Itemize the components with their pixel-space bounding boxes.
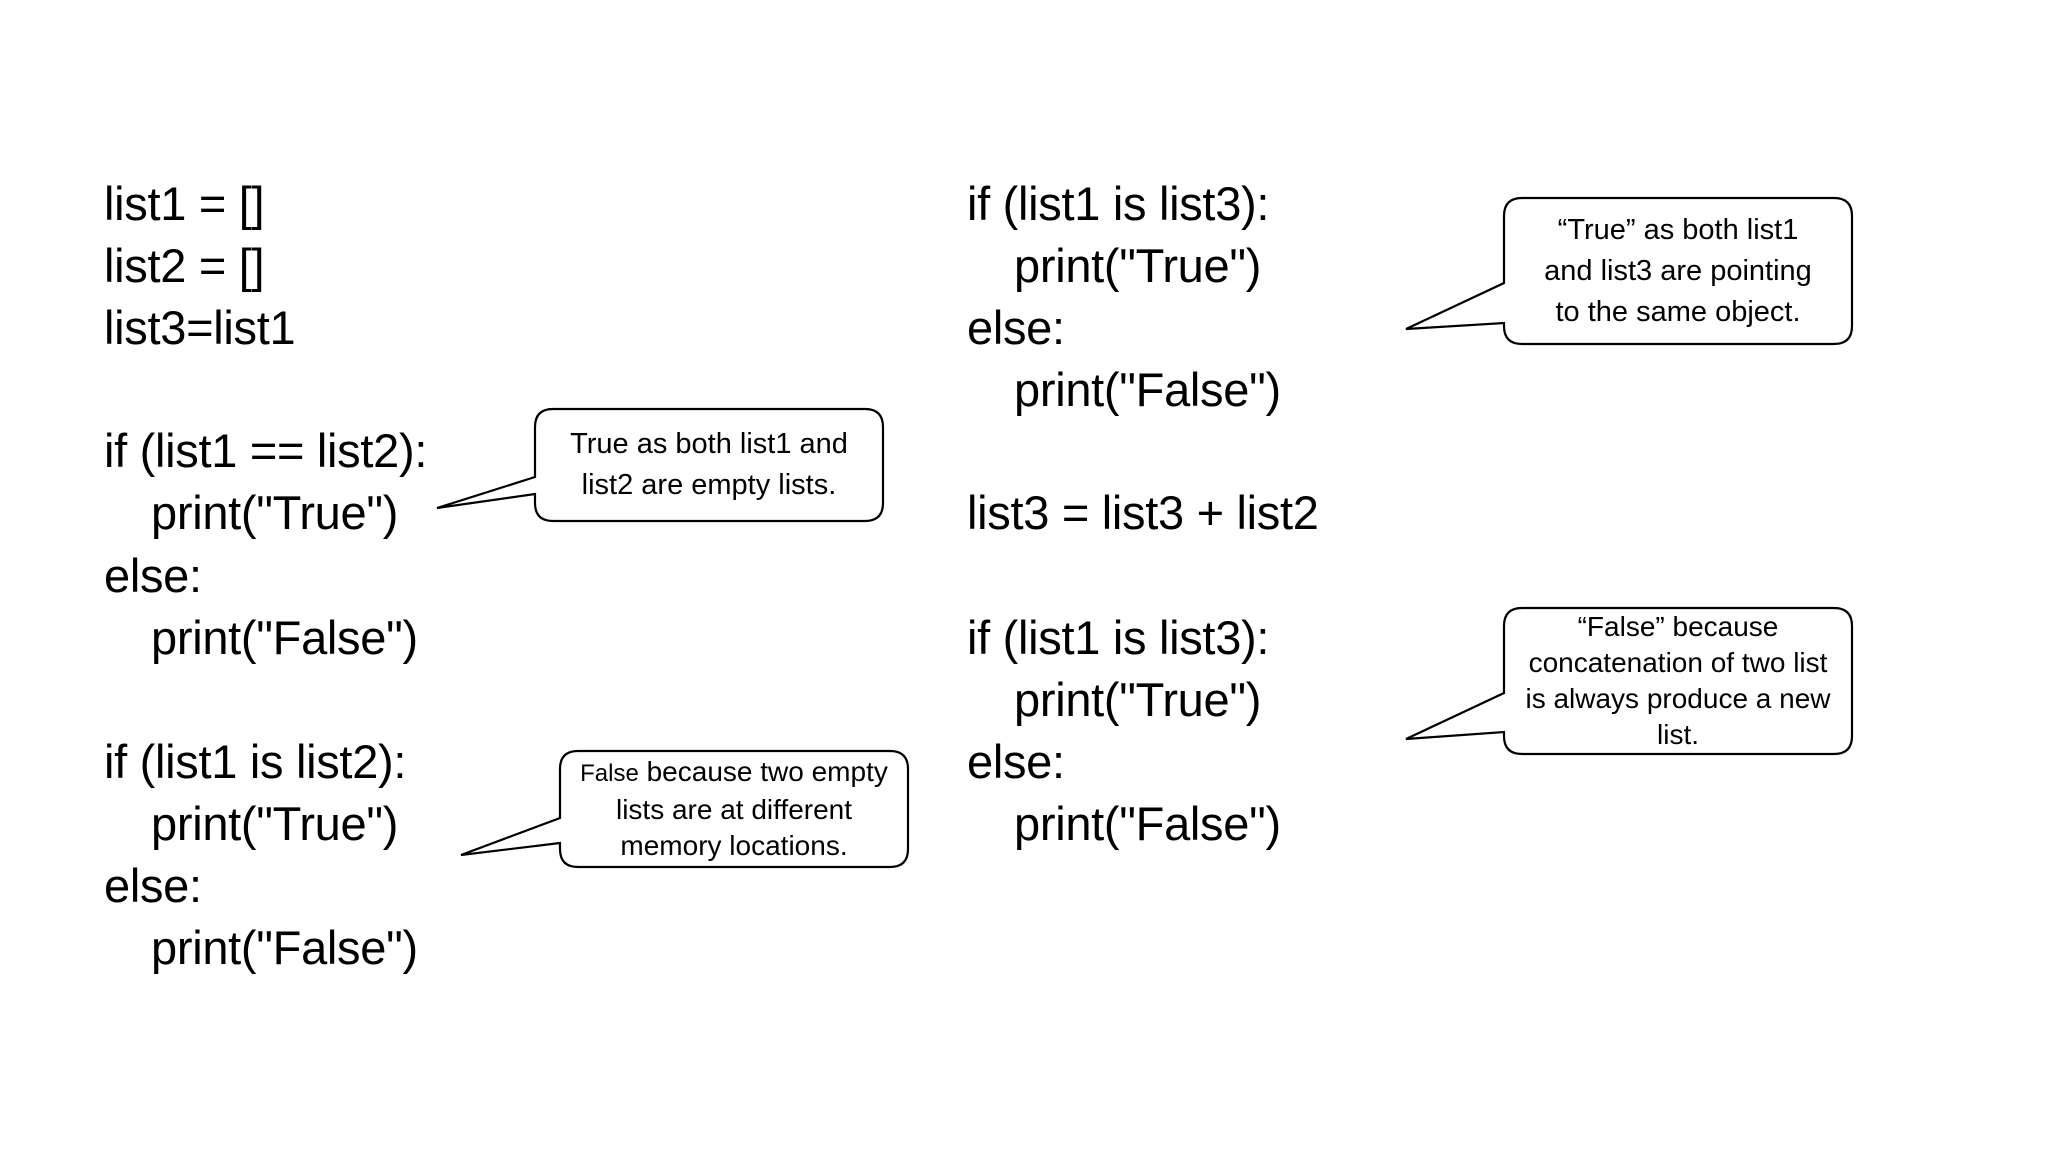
callout-equal-lists: True as both list1 and list2 are empty l… xyxy=(535,409,883,521)
code-line: else: xyxy=(967,735,1065,788)
callout-text-fragment: because two empty xyxy=(638,756,888,787)
code-line: print("False") xyxy=(151,611,418,664)
callout-text-line: to the same object. xyxy=(1555,295,1801,328)
code-line: print("True") xyxy=(1014,673,1262,726)
code-line: if (list1 is list3): xyxy=(967,177,1270,230)
callout-text-line: is always produce a new xyxy=(1525,683,1831,714)
callout-text-line: list2 are empty lists. xyxy=(581,469,837,501)
code-line: if (list1 is list2): xyxy=(104,735,407,788)
code-line: print("False") xyxy=(151,921,418,974)
code-line: else: xyxy=(104,859,202,912)
callout-text-line: and list3 are pointing xyxy=(1544,254,1812,287)
code-line: if (list1 is list3): xyxy=(967,611,1270,664)
code-line: list3=list1 xyxy=(104,301,296,354)
callout-text-line: list. xyxy=(1657,719,1699,750)
code-line: list1 = [] xyxy=(104,177,265,230)
code-line: list2 = [] xyxy=(104,239,265,292)
callout-first-word: False xyxy=(580,760,639,787)
callout-text-line: True as both list1 and xyxy=(570,428,848,460)
code-line: else: xyxy=(104,549,202,602)
callout-text-line: “True” as both list1 xyxy=(1557,213,1799,246)
code-line: print("True") xyxy=(151,486,399,539)
callout-text-line: “False” because xyxy=(1577,611,1779,642)
callout-text-line: concatenation of two list xyxy=(1528,647,1828,678)
code-line: if (list1 == list2): xyxy=(104,424,428,477)
callout-is-list3-true: “True” as both list1 and list3 are point… xyxy=(1504,198,1852,344)
code-line: print("False") xyxy=(1014,363,1281,416)
callout-text-line: memory locations. xyxy=(620,830,848,861)
callout-is-list3-false: “False” because concatenation of two lis… xyxy=(1504,608,1852,754)
code-line: list3 = list3 + list2 xyxy=(967,486,1319,539)
code-line: print("True") xyxy=(1014,239,1262,292)
callout-text-line: False because two empty xyxy=(580,754,888,792)
callout-is-list2: False because two empty lists are at dif… xyxy=(560,751,908,867)
callout-text-line: lists are at different xyxy=(615,794,853,825)
code-line: print("True") xyxy=(151,797,399,850)
code-line: print("False") xyxy=(1014,797,1281,850)
code-line: else: xyxy=(967,301,1065,354)
